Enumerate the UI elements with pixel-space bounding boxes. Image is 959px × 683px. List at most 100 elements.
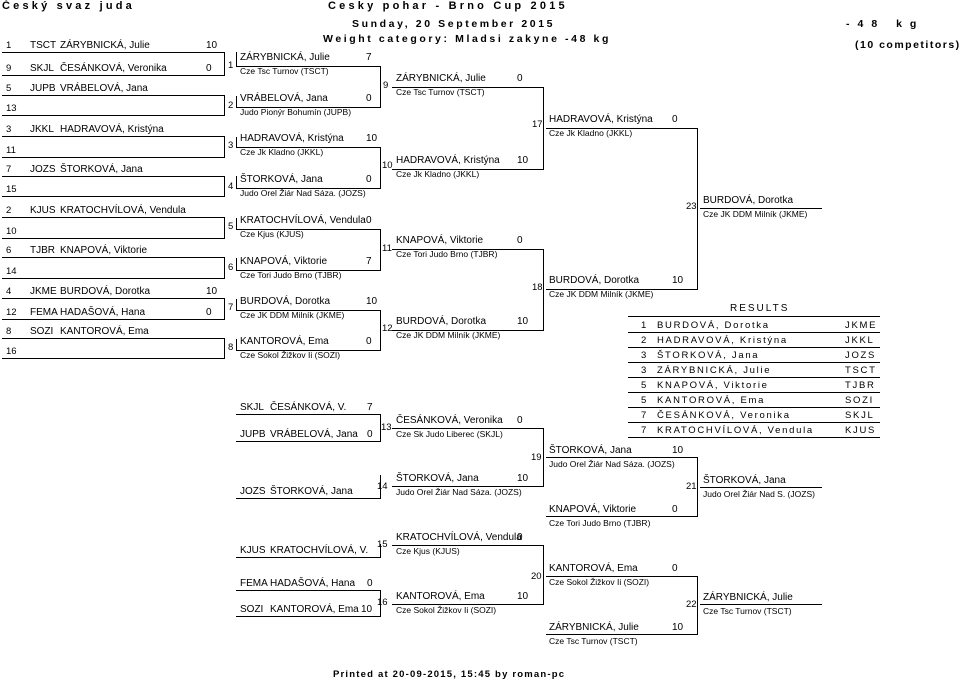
rep-name: ČESÁNKOVÁ, V. — [270, 402, 347, 413]
bracket-line — [224, 338, 225, 359]
fighter-score: 0 — [517, 415, 523, 426]
bracket-line — [236, 557, 381, 558]
bracket-line — [236, 52, 237, 66]
fighter-club: Judo Orel Žiár Nad Sáza. (JOZS) — [549, 459, 675, 469]
bracket-line — [380, 229, 381, 271]
seed-club: SOZI — [30, 326, 54, 337]
result-place: 3 — [641, 365, 648, 376]
bracket-line — [697, 576, 698, 635]
bracket-line — [236, 96, 237, 107]
fighter-name: ŠTORKOVÁ, Jana — [240, 174, 323, 185]
match-number: 15 — [377, 539, 388, 550]
bracket-line — [236, 590, 381, 591]
fighter-name: HADRAVOVÁ, Kristýna — [549, 114, 653, 125]
seed-number: 6 — [6, 245, 12, 256]
fighter-score: 10 — [672, 622, 684, 633]
bracket-line — [700, 487, 822, 488]
match-number: 14 — [377, 481, 388, 492]
bracket-line — [2, 278, 224, 279]
bracket-line — [2, 298, 224, 299]
fighter-name: ŠTORKOVÁ, Jana — [549, 445, 632, 456]
bracket-line — [380, 544, 381, 558]
match-number: 8 — [228, 342, 234, 353]
rep-club: JUPB — [240, 429, 266, 440]
match-number: 16 — [377, 597, 388, 608]
bracket-line — [236, 299, 237, 310]
seed-number: 9 — [6, 63, 12, 74]
fighter-name: KANTOROVÁ, Ema — [396, 591, 485, 602]
result-name: KANTOROVÁ, Ema — [657, 395, 766, 406]
fighter-score: 0 — [517, 235, 523, 246]
seed-club: JKKL — [30, 124, 54, 135]
result-club: SKJL — [845, 410, 875, 421]
fighter-club: Cze Sk Judo Liberec (SKJL) — [396, 429, 503, 439]
bracket-line — [380, 414, 381, 442]
fighter-club: Cze Jk Kladno (JKKL) — [549, 128, 633, 138]
fighter-name: ZÁRYBNICKÁ, Julie — [240, 52, 330, 63]
seed-club: JKME — [30, 286, 57, 297]
result-club: SOZI — [845, 395, 874, 406]
fighter-name: KNAPOVÁ, Viktorie — [549, 504, 637, 515]
fighter-score: 0 — [672, 114, 678, 125]
fighter-club: Cze Tori Judo Brno (TJBR) — [240, 270, 342, 280]
seed-number: 16 — [6, 346, 17, 357]
bracket-line — [2, 52, 224, 53]
match-number: 21 — [686, 481, 697, 492]
bracket-line — [392, 87, 543, 88]
fighter-name: ČESÁNKOVÁ, Veronika — [396, 415, 503, 426]
match-number: 9 — [383, 80, 389, 91]
bracket-line — [236, 176, 237, 188]
result-divider — [628, 377, 880, 378]
result-place: 3 — [641, 350, 648, 361]
result-name: ČESÁNKOVÁ, Veronika — [657, 410, 791, 421]
bracket-line — [2, 157, 224, 158]
bracket-line — [700, 208, 822, 209]
fighter-club: Cze Tori Judo Brno (TJBR) — [549, 518, 651, 528]
rep-club: SOZI — [240, 604, 264, 615]
result-place: 5 — [641, 380, 648, 391]
result-club: JKME — [845, 320, 878, 331]
final-winner-name: BURDOVÁ, Dorotka — [703, 195, 794, 206]
match-number: 6 — [228, 262, 234, 273]
tournament-title: Cesky pohar - Brno Cup 2015 — [328, 0, 568, 12]
result-club: JKKL — [845, 335, 875, 346]
rep-name: KRATOCHVÍLOVÁ, V. — [270, 545, 369, 556]
bracket-line — [236, 218, 237, 229]
seed-number: 11 — [6, 145, 16, 156]
bronze-winner-name: ŠTORKOVÁ, Jana — [703, 475, 786, 486]
result-place: 7 — [641, 425, 648, 436]
org-name: Český svaz juda — [2, 0, 135, 12]
bracket-line — [2, 115, 224, 116]
bracket-line — [2, 217, 224, 218]
bracket-line — [236, 310, 380, 311]
bracket-line — [380, 66, 381, 108]
match-number: 5 — [228, 221, 234, 232]
bracket-line — [224, 217, 225, 239]
fighter-score: 10 — [672, 445, 684, 456]
fighter-score: 0 — [366, 336, 372, 347]
rep-club: JOZS — [240, 486, 266, 497]
bronze-winner-club: Judo Orel Žiár Nad S. (JOZS) — [703, 489, 815, 499]
result-name: KNAPOVÁ, Viktorie — [657, 380, 769, 391]
result-name: ŠTORKOVÁ, Jana — [657, 350, 760, 361]
bracket-line — [236, 350, 380, 351]
result-place: 5 — [641, 395, 648, 406]
bracket-line — [380, 147, 381, 189]
bracket-line — [236, 66, 380, 67]
fighter-score: 10 — [366, 133, 378, 144]
bracket-line — [236, 147, 380, 148]
fighter-name: KNAPOVÁ, Viktorie — [240, 256, 328, 267]
result-place: 7 — [641, 410, 648, 421]
seed-name: HADAŠOVÁ, Hana — [60, 307, 146, 318]
bracket-line — [543, 249, 544, 331]
fighter-name: ŠTORKOVÁ, Jana — [396, 473, 479, 484]
rep-name: HADAŠOVÁ, Hana — [270, 578, 356, 589]
bracket-line — [236, 137, 237, 147]
rep-score: 0 — [367, 578, 373, 589]
bracket-line — [543, 87, 544, 170]
fighter-name: KRATOCHVÍLOVÁ, Vendula — [396, 532, 522, 543]
fighter-name: KANTOROVÁ, Ema — [240, 336, 329, 347]
bracket-line — [392, 486, 543, 487]
result-club: TJBR — [845, 380, 876, 391]
bracket-line — [236, 339, 237, 350]
